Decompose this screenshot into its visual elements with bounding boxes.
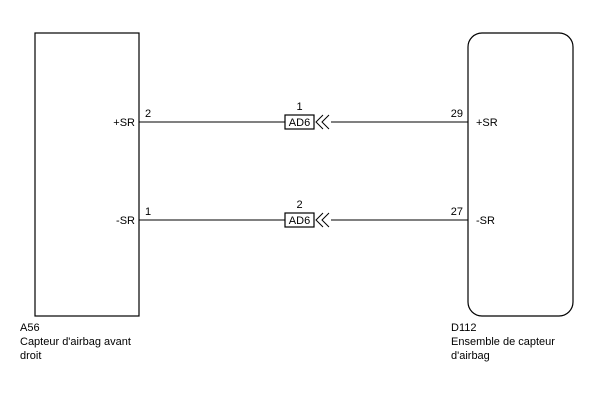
component-a56-name-line2: droit <box>20 350 41 362</box>
component-d112: +SR -SR <box>467 32 574 317</box>
component-a56-caption: A56 Capteur d'airbag avant droit <box>20 322 131 362</box>
connector-ad6-2-chevron-inner <box>321 212 330 228</box>
wire-plus-sr-left-pin-number: 2 <box>145 108 151 120</box>
connector-ad6-2-pin-number: 2 <box>296 199 302 211</box>
connector-ad6-2-label: AD6 <box>289 215 310 227</box>
connector-ad6-1-chevron-outer <box>315 114 324 130</box>
connector-ad6-2: AD6 2 <box>284 199 330 228</box>
wire-minus-sr: 1 27 <box>139 206 468 221</box>
component-a56-body <box>34 32 140 317</box>
wire-plus-sr-right-pin-number: 29 <box>451 108 463 120</box>
connector-ad6-2-chevron-outer <box>315 212 324 228</box>
component-d112-pin-label-plus: +SR <box>476 117 498 129</box>
component-a56: +SR -SR <box>34 32 140 317</box>
component-d112-name-line2: d'airbag <box>451 350 490 362</box>
component-d112-name-line1: Ensemble de capteur <box>451 336 555 348</box>
component-d112-caption: D112 Ensemble de capteur d'airbag <box>451 322 555 362</box>
wire-minus-sr-right-pin-number: 27 <box>451 206 463 218</box>
connector-ad6-1-label: AD6 <box>289 117 310 129</box>
component-a56-pin-label-minus: -SR <box>116 215 135 227</box>
component-d112-id: D112 <box>451 322 476 334</box>
connector-ad6-1-pin-number: 1 <box>296 101 302 113</box>
connector-ad6-1: AD6 1 <box>284 101 330 130</box>
wire-minus-sr-left-pin-number: 1 <box>145 206 151 218</box>
connector-ad6-2-box <box>284 212 315 228</box>
component-a56-id: A56 <box>20 322 40 334</box>
component-d112-body <box>467 32 574 317</box>
wire-plus-sr: 2 29 <box>139 108 468 123</box>
connector-ad6-1-box <box>284 114 315 130</box>
component-a56-pin-label-plus: +SR <box>113 117 135 129</box>
component-a56-name-line1: Capteur d'airbag avant <box>20 336 131 348</box>
connector-ad6-1-chevron-inner <box>321 114 330 130</box>
component-d112-pin-label-minus: -SR <box>476 215 495 227</box>
